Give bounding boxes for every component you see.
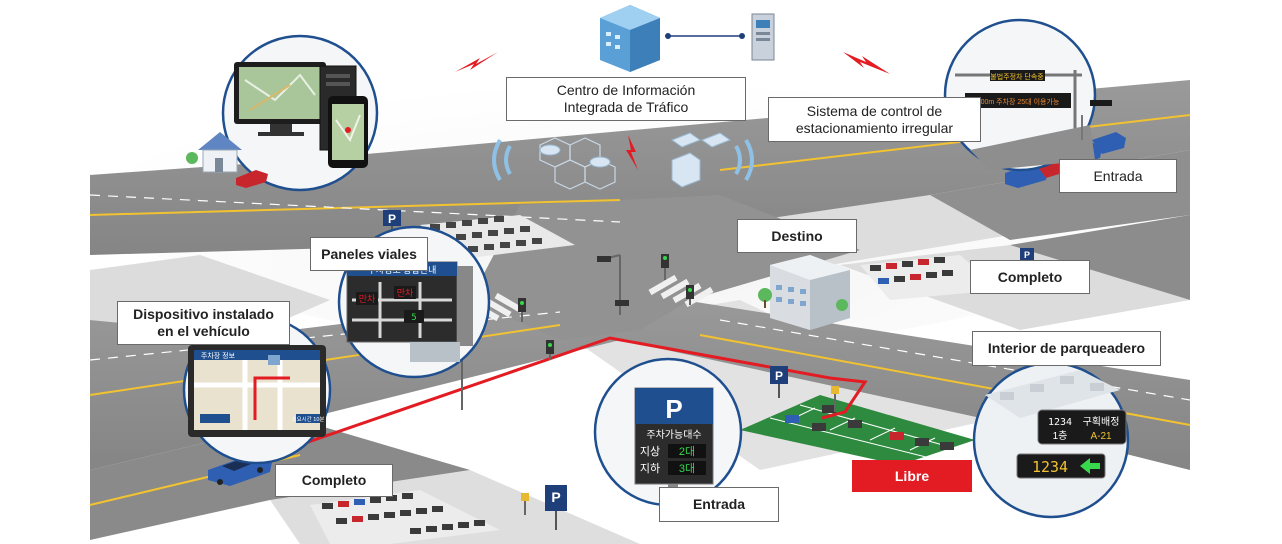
vms-inset: 불법주정차 단속중 100m 주차장 25대 이용가능	[943, 18, 1112, 172]
parking-lot-bottom	[310, 490, 500, 544]
svg-text:구획배정: 구획배정	[1083, 416, 1120, 428]
label-entrada-top: Entrada	[1059, 159, 1177, 193]
target-parking-lot	[740, 395, 975, 465]
lane-marking	[89, 311, 561, 361]
svg-text:만차: 만차	[359, 293, 376, 304]
signal-bolt-right	[843, 52, 890, 74]
small-car-icon	[236, 170, 268, 188]
arrow-left-icon	[1080, 458, 1100, 474]
lane-marking	[719, 114, 1191, 171]
server-rack	[751, 13, 775, 61]
svg-text:1234: 1234	[1032, 458, 1068, 476]
svg-text:불법주정차 단속중: 불법주정차 단속중	[990, 72, 1044, 81]
svg-text:100m 주차장 25대 이용가능: 100m 주차장 25대 이용가능	[977, 97, 1060, 106]
label-entrada-bottom: Entrada	[659, 487, 779, 522]
parking-sign-bottom: P	[545, 485, 567, 530]
house-icon	[186, 132, 242, 173]
network-nodes-icon	[539, 137, 616, 190]
parking-sign-inset: P 주차가능대수 지상 2대 지하 3대	[593, 357, 743, 507]
devices-inset	[186, 34, 379, 192]
svg-text:P: P	[775, 369, 783, 383]
parking-sign-route: P	[770, 366, 788, 398]
svg-text:지하: 지하	[640, 461, 660, 475]
svg-text:3대: 3대	[679, 462, 695, 475]
monitor-icon	[234, 62, 326, 136]
label-destino: Destino	[737, 219, 857, 253]
label-completo-bottom: Completo	[275, 464, 393, 497]
svg-text:만차: 만차	[397, 287, 414, 298]
info-center-building	[600, 5, 660, 72]
signal-bolt-center	[626, 135, 638, 170]
svg-text:P: P	[665, 394, 682, 424]
road-right-lower	[1010, 215, 1190, 300]
svg-text:주차장 정보: 주차장 정보	[201, 351, 236, 360]
wireless-icon	[492, 138, 754, 182]
svg-text:2대: 2대	[679, 445, 695, 458]
signal-heads	[518, 254, 839, 501]
svg-text:P: P	[388, 212, 396, 226]
router-icon	[539, 144, 611, 168]
svg-text:P: P	[551, 489, 560, 505]
label-libre: Libre	[852, 460, 972, 492]
label-completo-right: Completo	[970, 260, 1090, 294]
svg-text:소요시간 10분: 소요시간 10분	[292, 415, 325, 423]
label-parking-interior: Interior de parqueadero	[972, 331, 1161, 366]
switch-icon	[670, 132, 732, 188]
svg-text:주차가능대수: 주차가능대수	[646, 429, 701, 441]
parking-interior-inset: 1234 구획배정 1층 A-21 1234	[972, 361, 1130, 519]
signal-bolt-left	[455, 52, 498, 72]
lane-marking	[89, 199, 621, 216]
svg-text:1층: 1층	[1053, 430, 1068, 442]
svg-text:A-21: A-21	[1090, 431, 1112, 442]
svg-text:P: P	[1024, 250, 1030, 260]
destination-building	[758, 255, 850, 330]
parking-lot-right	[860, 255, 1000, 300]
svg-text:1234: 1234	[1048, 417, 1072, 428]
svg-text:지상: 지상	[640, 445, 660, 458]
parking-sign-right: P	[1020, 248, 1034, 260]
smartphone-icon	[328, 96, 368, 168]
navigation-inset: 주차장 정보 소요시간 10분	[182, 315, 332, 465]
label-paneles-viales: Paneles viales	[310, 237, 428, 271]
svg-text:5: 5	[411, 313, 416, 323]
